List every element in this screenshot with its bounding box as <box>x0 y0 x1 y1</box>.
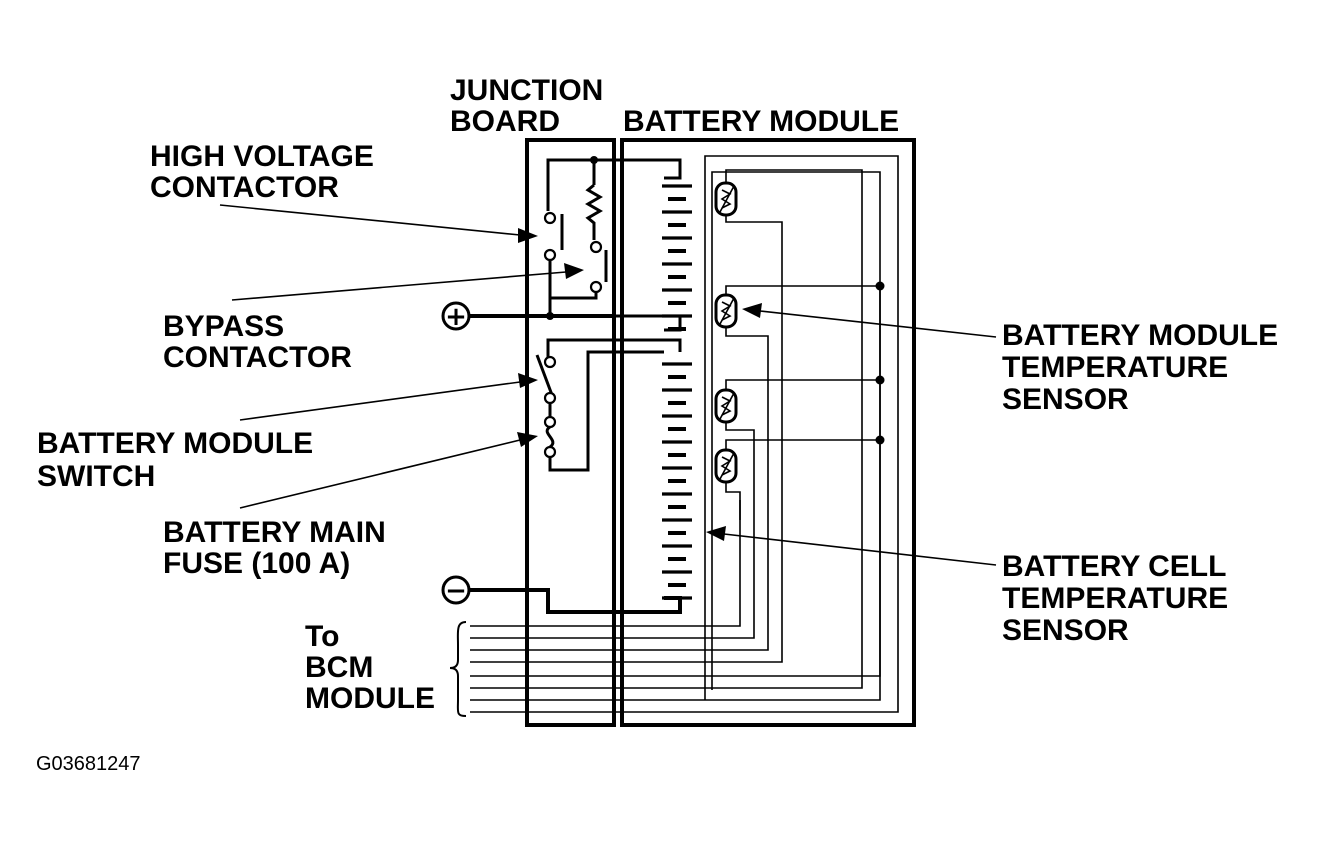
module-temp-sensor-label-line1: BATTERY MODULE <box>1002 319 1278 352</box>
thermistor-4 <box>714 448 738 484</box>
main-fuse-label-line2: FUSE (100 A) <box>163 547 350 580</box>
bypass-contactor-label-line1: BYPASS <box>163 310 284 343</box>
module-switch-upper-wire <box>546 338 682 358</box>
leader-arrows <box>219 204 997 566</box>
figure-id: G03681247 <box>36 753 141 775</box>
bypass-contactor-terminal-top <box>589 240 603 254</box>
module-temp-sensor-label-line2: TEMPERATURE <box>1002 351 1228 384</box>
cell-temp-sensor-label-line3: SENSOR <box>1002 614 1129 647</box>
battery-module-switch-label-line1: BATTERY MODULE <box>37 427 313 460</box>
junction-dot-positive <box>546 312 554 320</box>
hv-contactor-terminal-top <box>543 211 557 225</box>
main-fuse-label-line1: BATTERY MAIN <box>163 516 386 549</box>
main-fuse-element <box>545 425 555 449</box>
battery-module-box <box>620 138 916 727</box>
negative-sign: − <box>445 576 467 606</box>
module-inner-outline-2 <box>470 171 881 701</box>
to-bcm-label-line1: To <box>305 620 339 653</box>
thermistor-1 <box>714 181 738 217</box>
to-bcm-label-line3: MODULE <box>305 682 435 715</box>
module-switch-terminal-top <box>543 355 557 369</box>
junction-dot-top <box>590 156 598 164</box>
module-inner-outline <box>470 155 899 713</box>
main-fuse-terminal-bottom <box>543 445 557 459</box>
battery-cells-upper <box>662 184 692 331</box>
battery-module-label: BATTERY MODULE <box>623 105 899 138</box>
main-fuse-terminal-top <box>543 415 557 429</box>
junction-board-label-line2: BOARD <box>450 105 560 138</box>
hv-contactor-terminal-bottom <box>543 248 557 262</box>
battery-module-switch-label-line2: SWITCH <box>37 460 155 493</box>
to-bcm-label-line2: BCM <box>305 651 373 684</box>
module-switch-blade <box>535 354 554 396</box>
positive-sign: + <box>445 302 467 332</box>
thermistor-3 <box>714 388 738 424</box>
cell-temp-sensor-label-line2: TEMPERATURE <box>1002 582 1228 615</box>
top-bus-wire <box>546 158 682 211</box>
module-temp-sensor-label-line3: SENSOR <box>1002 383 1129 416</box>
junction-board-box <box>525 138 616 727</box>
negative-terminal <box>441 575 471 605</box>
sensor-wiring <box>470 169 885 689</box>
bypass-contactor-terminal-bottom <box>589 280 603 294</box>
fuse-return-wire <box>548 350 664 472</box>
precharge-resistor <box>585 183 603 240</box>
thermistor-2 <box>714 293 738 329</box>
hv-contactor-label-line1: HIGH VOLTAGE <box>150 140 374 173</box>
negative-wire <box>470 588 682 614</box>
battery-cells-lower <box>662 362 692 600</box>
bypass-contactor-lead <box>550 292 598 300</box>
bypass-contactor-label-line2: CONTACTOR <box>163 341 352 374</box>
bcm-bracket <box>449 621 467 717</box>
hv-contactor-label-line2: CONTACTOR <box>150 171 339 204</box>
module-switch-terminal-bottom <box>543 391 557 405</box>
cell-temp-sensor-label-line1: BATTERY CELL <box>1002 550 1226 583</box>
positive-terminal <box>441 301 471 331</box>
junction-board-label-line1: JUNCTION <box>450 74 603 107</box>
